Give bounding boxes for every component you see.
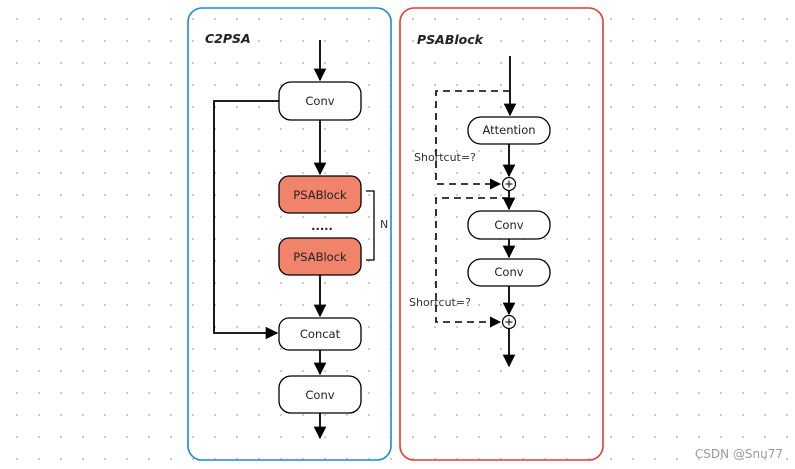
psablock-add-2-icon (501, 314, 517, 330)
c2psa-ellipsis: ..... (311, 219, 333, 233)
c2psa-conv-top-node: Conv (278, 81, 362, 121)
c2psa-conv-bottom-node: Conv (278, 375, 362, 414)
c2psa-title: C2PSA (205, 31, 251, 46)
psablock-shortcut-1-connector (435, 90, 510, 190)
c2psa-repeat-label: N (380, 218, 388, 231)
psablock-conv-1-node: Conv (467, 210, 551, 240)
c2psa-concat-label: Concat (300, 327, 341, 341)
c2psa-psablock-1-label: PSABlock (293, 188, 347, 202)
psablock-conv-1-label: Conv (494, 218, 523, 232)
c2psa-panel (187, 7, 392, 461)
psablock-shortcut-2-label: Shortcut=? (409, 296, 471, 309)
psablock-attention-label: Attention (482, 123, 535, 137)
psablock-add-1-icon (501, 176, 517, 192)
c2psa-concat-node: Concat (278, 317, 362, 351)
c2psa-conv-bottom-label: Conv (305, 388, 334, 402)
c2psa-bypass-connector (213, 100, 279, 340)
watermark: CSDN @Snu77 (694, 447, 783, 461)
c2psa-psablock-2-label: PSABlock (293, 250, 347, 264)
psablock-shortcut-1-label: Shortcut=? (414, 151, 476, 164)
c2psa-psablock-1-node: PSABlock (278, 175, 362, 214)
c2psa-repeat-bracket (366, 190, 375, 261)
psablock-shortcut-2-connector (435, 197, 509, 328)
psablock-attention-node: Attention (467, 116, 551, 145)
psablock-conv-2-label: Conv (494, 265, 523, 279)
psablock-conv-2-node: Conv (467, 258, 551, 287)
c2psa-psablock-2-node: PSABlock (278, 237, 362, 276)
psablock-title: PSABlock (417, 32, 484, 47)
psablock-panel (399, 7, 604, 461)
c2psa-conv-top-label: Conv (305, 94, 334, 108)
